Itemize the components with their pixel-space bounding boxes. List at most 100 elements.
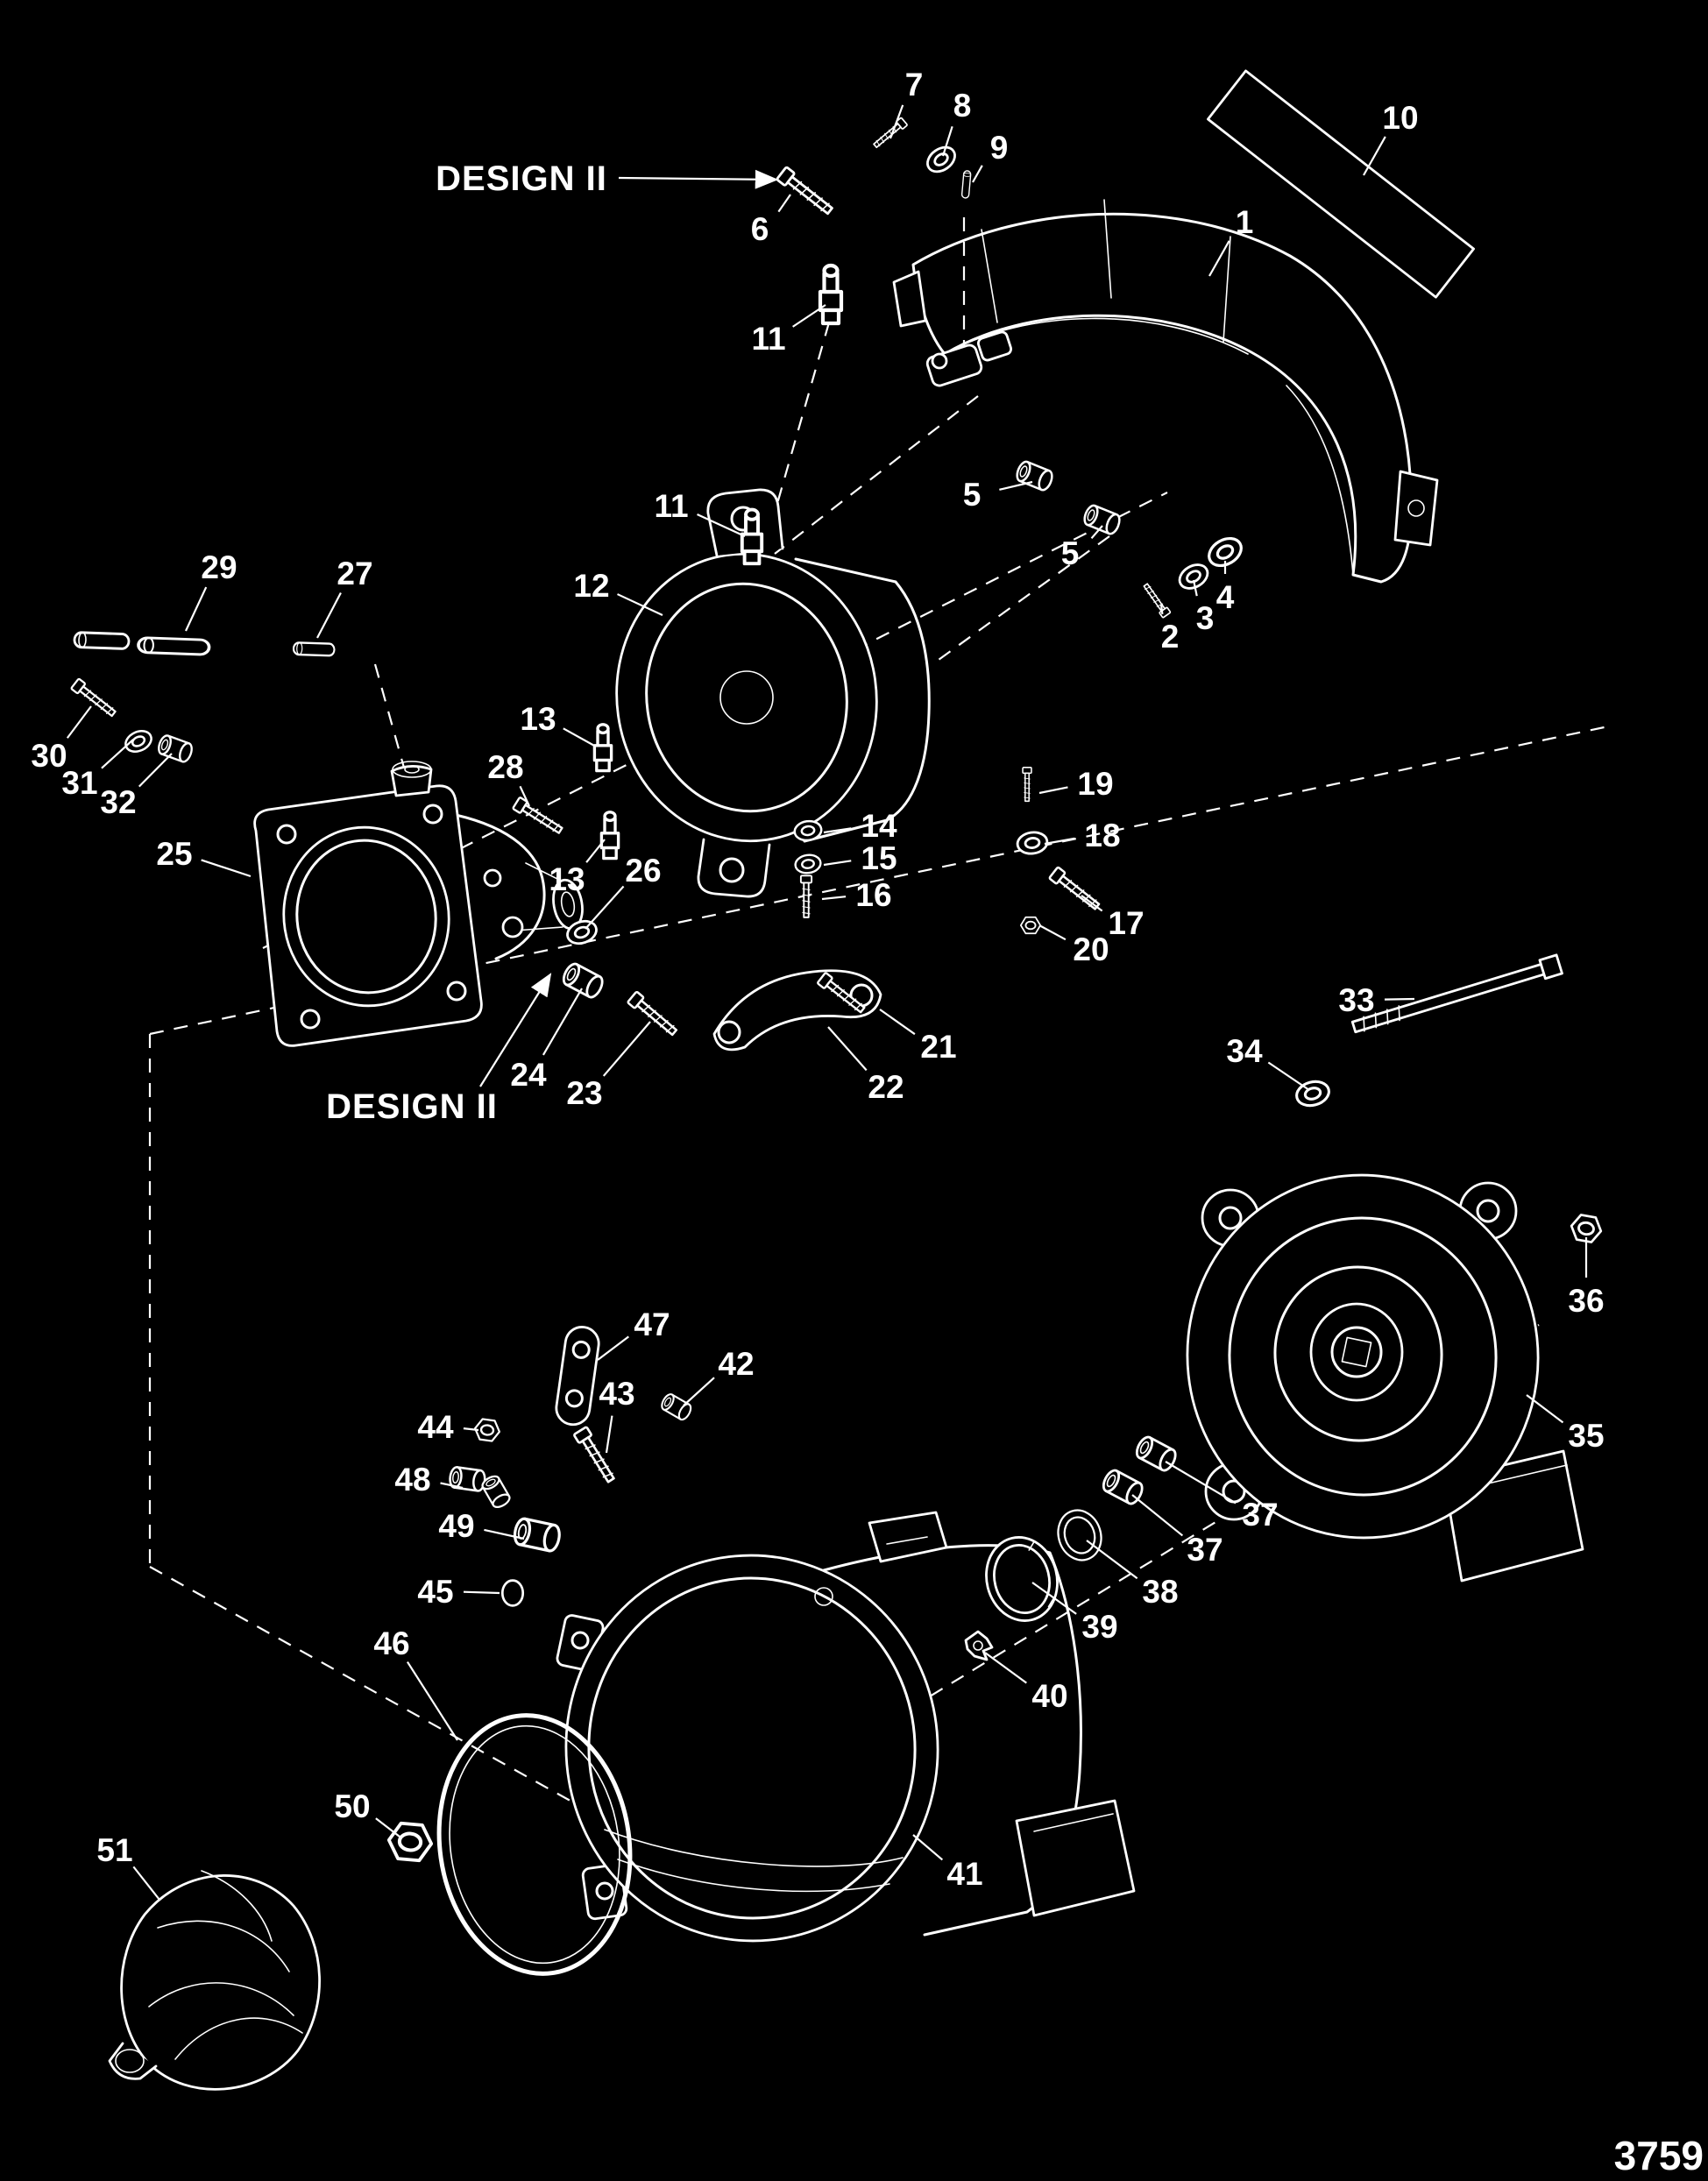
part-39-wear-ring: [985, 1536, 1059, 1622]
callout-leader-line: [1081, 895, 1103, 912]
part-13-fitting-lower: [599, 811, 620, 860]
callout-34: 34: [1226, 1033, 1310, 1091]
callout-leader-line: [827, 1026, 868, 1072]
callout-32: 32: [100, 753, 173, 820]
callout-9: 9: [972, 130, 1009, 183]
callout-36: 36: [1568, 1237, 1605, 1319]
callout-number: 51: [96, 1832, 132, 1868]
callout-leader-line: [999, 480, 1033, 491]
callout-leader-line: [879, 1009, 916, 1036]
callout-16: 16: [821, 877, 892, 913]
callout-leader-line: [617, 593, 663, 616]
design-label-arrow: [618, 169, 779, 189]
callout-26: 26: [585, 853, 662, 930]
part-1-water-inlet-cowl: [892, 199, 1439, 584]
callout-8: 8: [941, 88, 972, 157]
callout-leader-line: [1031, 1582, 1077, 1615]
callout-number: 19: [1077, 766, 1113, 802]
callout-leader-line: [889, 104, 904, 139]
callout-19: 19: [1038, 766, 1114, 802]
callout-42: 42: [683, 1346, 755, 1406]
callout-13: 13: [549, 839, 606, 897]
callout-leader-line: [519, 785, 530, 807]
part-10-plate: [1207, 69, 1475, 299]
callout-leader-line: [406, 1661, 458, 1741]
figure-number: 3759: [1614, 2133, 1704, 2178]
callout-number: 37: [1242, 1497, 1278, 1533]
callout-25: 25: [156, 836, 252, 878]
part-11-fitting-lower: [740, 507, 764, 566]
callout-48: 48: [394, 1462, 464, 1498]
callout-45: 45: [417, 1574, 500, 1610]
callout-number: 22: [868, 1069, 904, 1105]
callout-leader-line: [823, 827, 852, 834]
callout-leader-line: [440, 1482, 464, 1490]
callout-number: 25: [156, 836, 192, 872]
callout-leader-line: [101, 739, 134, 769]
part-11-fitting-upper: [820, 266, 841, 323]
callout-number: 8: [953, 88, 972, 124]
callout-leader-line: [1384, 997, 1415, 1001]
callout-leader-line: [66, 705, 92, 739]
callout-number: 47: [634, 1306, 670, 1342]
callout-1: 1: [1208, 204, 1254, 277]
callout-number: 28: [487, 749, 523, 785]
callout-3: 3: [1192, 579, 1214, 636]
callout-layer: 1234556789101111121313141516171819202122…: [31, 67, 1605, 1901]
callout-51: 51: [96, 1832, 160, 1901]
callout-leader-line: [697, 513, 746, 537]
callout-number: 1: [1236, 204, 1254, 240]
callout-30: 30: [31, 705, 92, 774]
callout-number: 26: [625, 853, 661, 889]
callout-31: 31: [61, 739, 134, 801]
design-label-arrow: [479, 973, 552, 1087]
callout-number: 35: [1568, 1418, 1604, 1454]
callout-leader-line: [463, 1590, 500, 1595]
callout-11: 11: [751, 304, 826, 357]
callout-37: 37: [1131, 1494, 1223, 1568]
callout-leader-line: [185, 586, 208, 632]
callout-number: 40: [1031, 1678, 1067, 1714]
part-20-nut: [1019, 916, 1042, 935]
callout-39: 39: [1031, 1582, 1118, 1645]
callout-46: 46: [373, 1625, 458, 1741]
callout-number: 36: [1568, 1283, 1604, 1319]
callout-leader-line: [1165, 1461, 1237, 1505]
callout-number: 2: [1161, 619, 1180, 655]
callout-number: 37: [1187, 1532, 1223, 1568]
callout-number: 21: [920, 1029, 956, 1065]
part-29-pin-b: [136, 635, 211, 657]
callout-number: 34: [1226, 1033, 1263, 1069]
callout-24: 24: [510, 988, 583, 1093]
callout-leader-line: [605, 1415, 613, 1454]
part-13-fitting-upper: [592, 723, 613, 773]
callout-28: 28: [487, 749, 530, 807]
callout-leader-line: [1090, 525, 1103, 540]
callout-number: 17: [1108, 905, 1144, 941]
callout-number: 4: [1216, 579, 1235, 615]
callout-number: 46: [373, 1625, 409, 1661]
callout-27: 27: [316, 556, 373, 639]
callout-41: 41: [912, 1834, 983, 1892]
part-12-bearing-carrier: [615, 488, 931, 898]
callout-13: 13: [520, 701, 597, 747]
callout-leader-line: [484, 1528, 525, 1540]
callout-leader-line: [1131, 1494, 1184, 1537]
callout-leader-line: [375, 1817, 400, 1838]
callout-40: 40: [984, 1652, 1068, 1714]
callout-number: 11: [654, 488, 688, 524]
callout-number: 49: [438, 1508, 474, 1544]
callout-leader-line: [777, 194, 791, 213]
callout-35: 35: [1526, 1394, 1605, 1454]
callout-number: 44: [417, 1409, 454, 1445]
callout-leader-line: [984, 1652, 1027, 1684]
cable-clamp-detail: [925, 330, 1013, 387]
callout-10: 10: [1363, 100, 1419, 176]
callout-number: 9: [990, 130, 1009, 166]
callout-number: 20: [1073, 931, 1109, 967]
callout-number: 43: [599, 1376, 634, 1412]
callout-number: 13: [549, 861, 585, 897]
callout-number: 30: [31, 738, 67, 774]
callout-number: 6: [751, 211, 769, 247]
